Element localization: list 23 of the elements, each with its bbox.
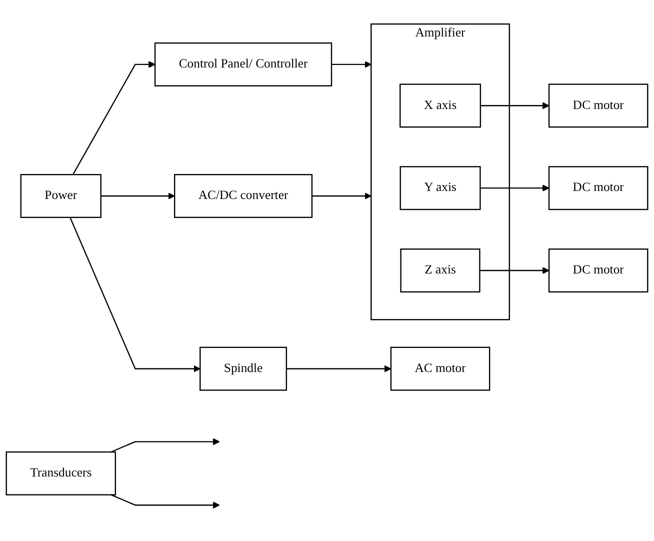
arrow <box>480 102 550 110</box>
node-box: Transducers <box>6 451 116 496</box>
node-box: Z axis <box>400 248 480 292</box>
arrow <box>332 60 372 68</box>
arrow <box>480 184 550 192</box>
node-box: Control Panel/ Controller <box>154 42 332 86</box>
arrow <box>72 60 156 175</box>
node-box: DC motor <box>548 248 648 292</box>
arrow <box>100 192 175 200</box>
arrow <box>110 494 220 509</box>
node-box: Y axis <box>400 166 481 210</box>
node-box: Spindle <box>200 346 288 391</box>
node-box: Power <box>20 174 102 218</box>
arrow <box>312 192 372 200</box>
node-box: X axis <box>400 84 482 128</box>
arrow <box>70 217 200 372</box>
arrow <box>480 267 550 274</box>
node-box: DC motor <box>548 166 648 210</box>
node-box: AC motor <box>390 346 490 391</box>
node-box: DC motor <box>548 84 648 128</box>
arrow <box>286 365 392 372</box>
arrow <box>110 438 220 453</box>
node-box: AC/DC converter <box>174 174 313 218</box>
